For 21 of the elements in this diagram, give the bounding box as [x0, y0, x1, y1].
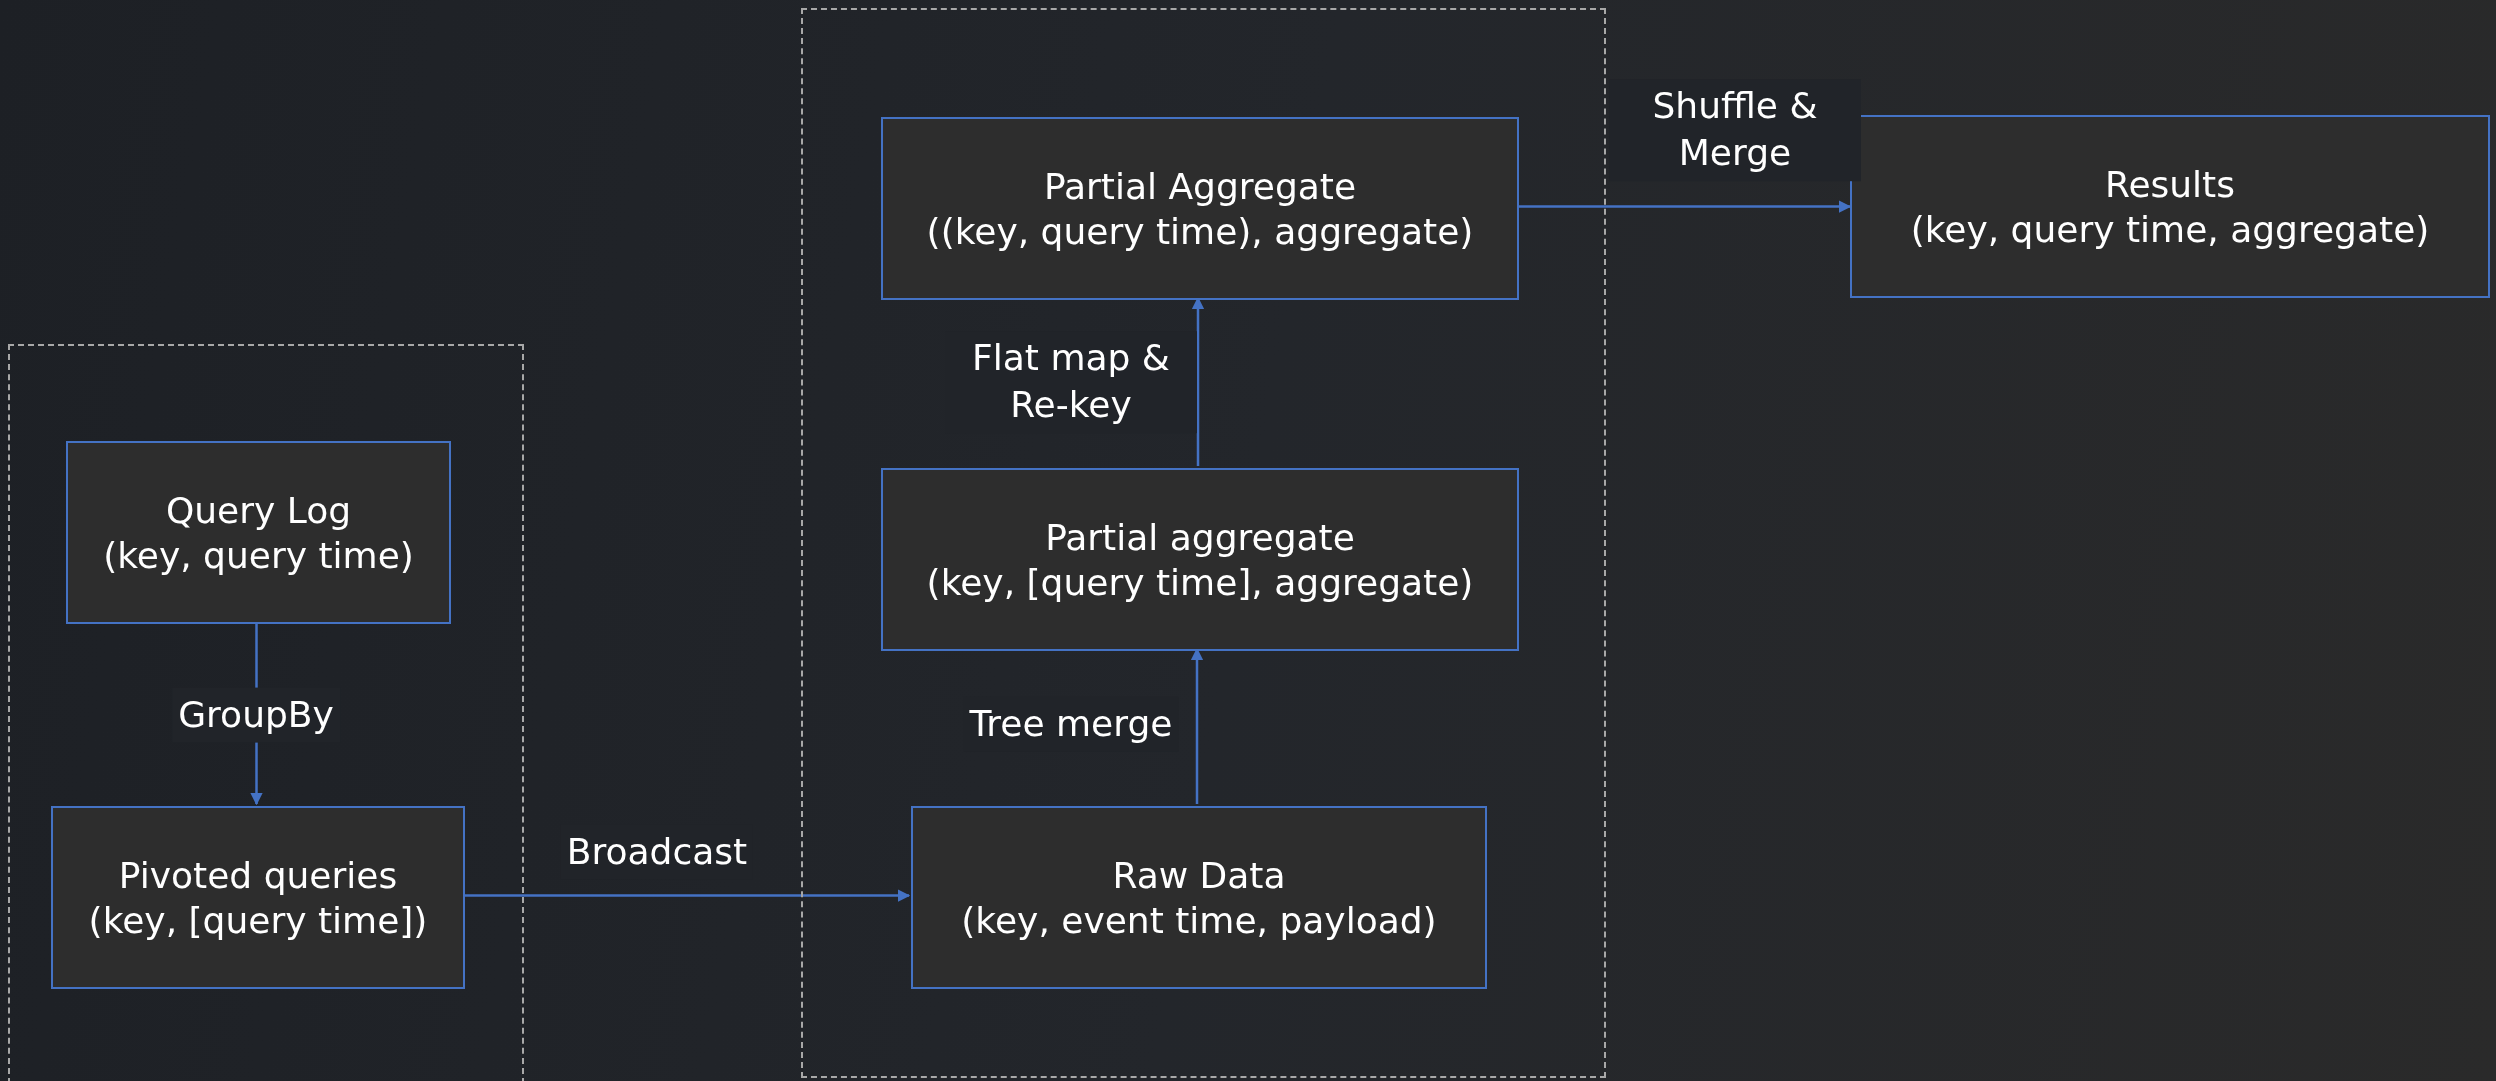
box-title: Query Log [165, 488, 352, 533]
box-subtitle: (key, event time, payload) [961, 898, 1437, 943]
box-title: Raw Data [1112, 853, 1286, 898]
process-box [51, 806, 465, 989]
process-box [881, 117, 1519, 300]
box-title: Partial Aggregate [1043, 164, 1357, 209]
box-subtitle: (key, [query time], aggregate) [926, 560, 1474, 605]
box-subtitle: ((key, query time), aggregate) [926, 209, 1474, 254]
process-box [881, 468, 1519, 651]
dashed-group-frame [8, 344, 524, 1081]
process-box [911, 806, 1487, 989]
box-subtitle: (key, query time, aggregate) [1910, 207, 2430, 252]
dashed-group-frame [801, 8, 1606, 1078]
edge-label: Shuffle & Merge [1609, 79, 1861, 181]
box-title: Partial aggregate [1045, 515, 1355, 560]
process-box [1850, 115, 2490, 298]
process-box [66, 441, 451, 624]
box-subtitle: (key, [query time]) [88, 898, 428, 943]
box-title: Results [2105, 162, 2235, 207]
box-subtitle: (key, query time) [103, 533, 414, 578]
box-title: Pivoted queries [118, 853, 398, 898]
